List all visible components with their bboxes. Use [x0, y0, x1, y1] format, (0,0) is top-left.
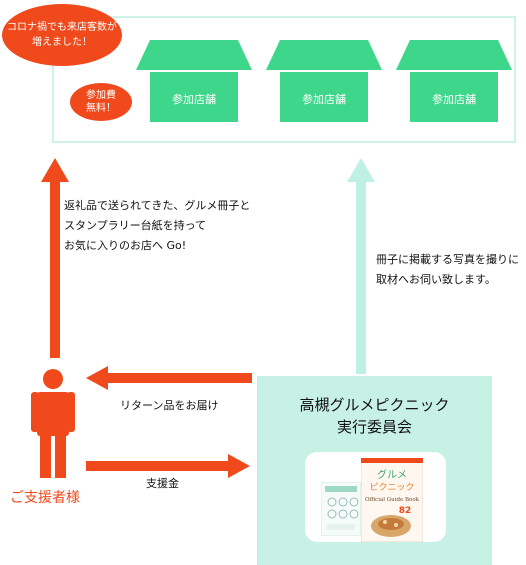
supporter-to-stores-arrow	[41, 158, 69, 358]
return-gift-label: リターン品をお届け	[120, 399, 219, 412]
store-label: 参加店舗	[432, 93, 476, 106]
note-line: 取材へお伺い致します。	[376, 273, 496, 286]
return-gift-arrow	[86, 366, 252, 390]
note-line: スタンプラリー台紙を持って	[64, 219, 207, 232]
note-line: お気に入りのお店へ Go!	[64, 239, 187, 252]
callout-line-2: 増えました！	[32, 37, 92, 48]
badge-line-2: 無料！	[86, 103, 116, 114]
store-building-1	[136, 40, 252, 122]
store-building-2	[266, 40, 382, 122]
guidebook-title-top: グルメ	[377, 468, 407, 481]
organizing-committee-box: 高槻グルメピクニック 実行委員会 グルメ ピクニック Official Guid…	[257, 376, 492, 565]
committee-title-line-2: 実行委員会	[336, 418, 412, 436]
supporter-flow-note: 返礼品で送られてきた、グルメ冊子と スタンプラリー台紙を持って お気に入りのお店…	[64, 196, 250, 256]
committee-title: 高槻グルメピクニック 実行委員会	[257, 394, 492, 438]
note-line: 冊子に掲載する写真を撮りに	[376, 253, 519, 266]
guidebook-number: 82	[399, 506, 412, 516]
guidebook-subtitle: Official Guide Book	[365, 497, 420, 503]
callout-line-1: コロナ禍でも来店客数が	[7, 22, 117, 33]
guidebook-cover-image: グルメ ピクニック Official Guide Book 82	[361, 458, 423, 542]
support-money-label: 支援金	[146, 477, 179, 490]
store-label: 参加店舗	[302, 93, 346, 106]
booklet-photo: グルメ ピクニック Official Guide Book 82	[305, 452, 446, 542]
committee-title-line-1: 高槻グルメピクニック	[299, 396, 450, 414]
store-building-3	[396, 40, 512, 122]
supporter-label: ご支援者様	[10, 490, 80, 506]
supporter-person-icon	[31, 369, 75, 478]
guidebook-title-bottom: ピクニック	[369, 482, 414, 493]
free-participation-badge: 参加費 無料！	[70, 83, 132, 121]
customer-increase-callout: コロナ禍でも来店客数が 増えました！	[2, 4, 122, 66]
stamp-card-image	[321, 482, 361, 536]
support-money-arrow	[86, 454, 250, 478]
note-line: 返礼品で送られてきた、グルメ冊子と	[64, 199, 251, 212]
store-label: 参加店舗	[172, 93, 216, 106]
committee-flow-note: 冊子に掲載する写真を撮りに 取材へお伺い致します。	[376, 250, 519, 290]
badge-line-1: 参加費	[86, 90, 116, 101]
committee-to-stores-arrow	[347, 158, 375, 374]
